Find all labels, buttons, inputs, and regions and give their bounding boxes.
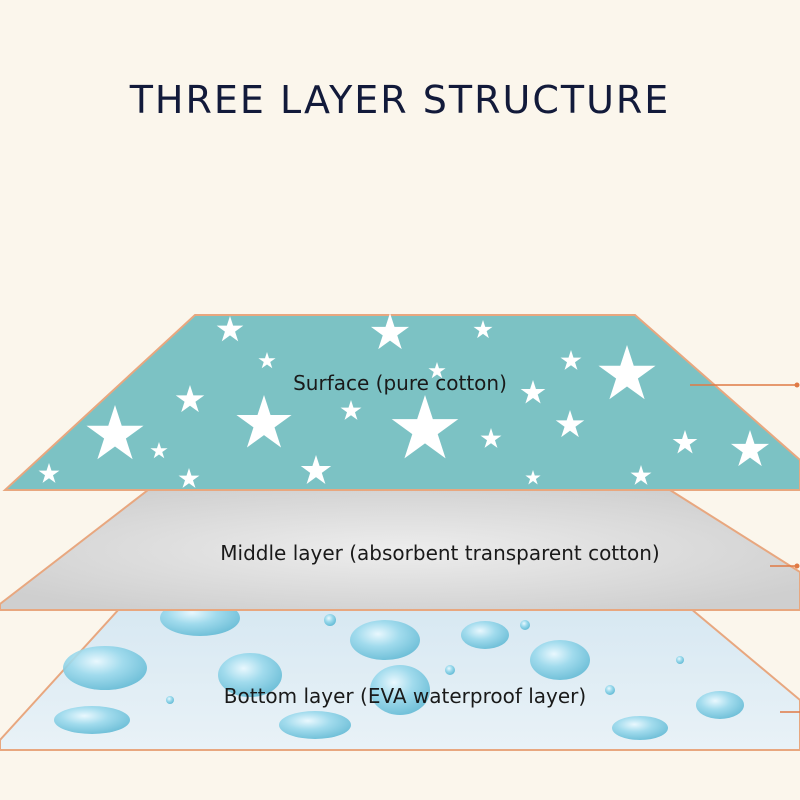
bottom-layer: Bottom layer (EVA waterproof layer) bbox=[0, 600, 800, 751]
surface-layer: Surface (pure cotton) bbox=[2, 313, 800, 491]
middle-layer: Middle layer (absorbent transparent cott… bbox=[0, 489, 800, 611]
water-droplets bbox=[54, 600, 744, 740]
surface-layer-label: Surface (pure cotton) bbox=[293, 371, 507, 395]
bottom-layer-label: Bottom layer (EVA waterproof layer) bbox=[224, 684, 586, 708]
page-title: THREE LAYER STRUCTURE bbox=[129, 78, 671, 122]
leader-lines bbox=[690, 382, 800, 713]
middle-layer-label: Middle layer (absorbent transparent cott… bbox=[220, 541, 659, 565]
